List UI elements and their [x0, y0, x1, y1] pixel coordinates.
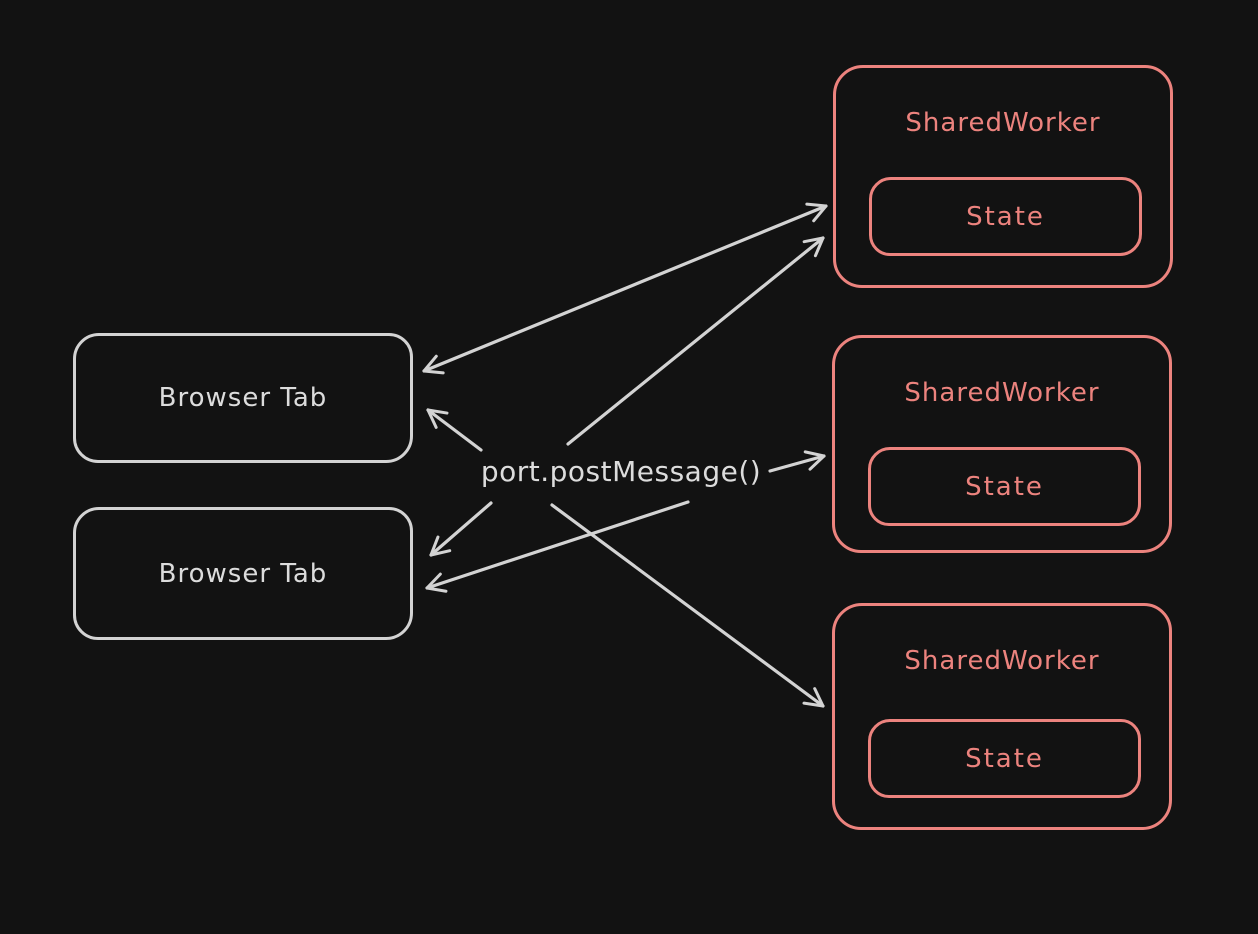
- arrow-tab1-worker1-bidirectional: [422, 202, 828, 375]
- arrow-center-to-tab2-lower: [425, 500, 690, 593]
- shared-worker-1-label: SharedWorker: [905, 108, 1101, 138]
- browser-tab-1-label: Browser Tab: [158, 383, 328, 413]
- shared-worker-2-box: SharedWorker State: [832, 335, 1172, 553]
- shared-worker-1-state-label: State: [966, 201, 1045, 232]
- browser-tab-2-box: Browser Tab: [73, 507, 413, 640]
- shared-worker-2-label: SharedWorker: [904, 378, 1100, 408]
- arrow-center-to-tab2-upper: [429, 501, 493, 557]
- shared-worker-3-box: SharedWorker State: [832, 603, 1172, 830]
- arrow-center-to-worker1: [566, 236, 825, 446]
- arrow-center-to-tab1: [426, 408, 483, 452]
- arrow-center-to-worker2: [768, 450, 826, 473]
- browser-tab-1-box: Browser Tab: [73, 333, 413, 463]
- shared-worker-1-box: SharedWorker State: [833, 65, 1173, 288]
- shared-worker-3-state-label: State: [965, 743, 1044, 774]
- browser-tab-2-label: Browser Tab: [158, 558, 328, 589]
- shared-worker-1-state-box: State: [869, 177, 1142, 256]
- shared-worker-2-state-box: State: [868, 447, 1141, 526]
- shared-worker-3-label: SharedWorker: [904, 646, 1100, 676]
- arrow-center-to-worker3: [550, 503, 825, 708]
- post-message-label: port.postMessage(): [480, 455, 762, 488]
- shared-worker-2-state-label: State: [965, 471, 1044, 502]
- shared-worker-3-state-box: State: [868, 719, 1141, 798]
